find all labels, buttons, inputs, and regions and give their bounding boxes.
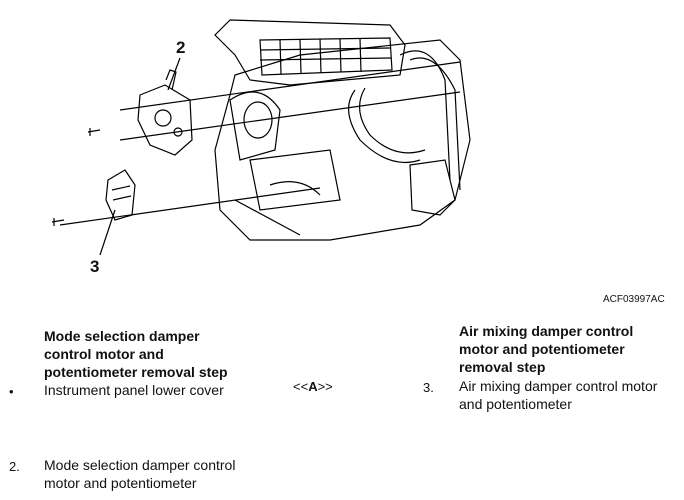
heading-line: removal step [459,359,546,375]
heading-line: motor and potentiometer [459,341,625,357]
item-text: and potentiometer [459,396,572,412]
ref-letter: A [308,379,318,394]
heading-line: potentiometer removal step [44,364,228,380]
item-text: motor and potentiometer [44,475,197,491]
list-item: Mode selection damper control motor and … [44,456,284,492]
pipe [409,57,461,191]
heading-line: Air mixing damper control [459,323,634,339]
pipe [399,50,451,181]
air-mix-motor [409,159,456,216]
item-number: 2. [9,459,20,474]
hose [348,89,421,164]
heading-line: Mode selection damper [44,328,200,344]
guide-line [59,187,321,226]
mode-motor-part [137,84,193,156]
callout-3: 3 [90,257,100,276]
item-number: 3. [423,380,434,395]
list-item: Instrument panel lower cover [44,381,284,399]
leader-line-3 [99,209,116,256]
bullet-marker: • [9,384,14,399]
ref-prefix: << [293,379,309,394]
air-mix-motor-part [105,169,136,221]
left-heading: Mode selection damper control motor and … [44,327,284,381]
heater-unit-housing [214,39,471,241]
figure-id: ACF03997AC [603,294,665,305]
item-text: Mode selection damper control [44,457,236,473]
screw [87,128,101,136]
top-duct [214,19,406,86]
callout-2: 2 [176,38,186,57]
list-item: Air mixing damper control motor and pote… [459,377,683,413]
guide-line [119,91,461,141]
ref-suffix: >> [317,379,333,394]
heater-unit-illustration [51,19,471,256]
screw [51,218,65,226]
guide-line [119,61,461,111]
item-text: Air mixing damper control motor [459,378,658,394]
heading-line: control motor and [44,346,164,362]
item-text: Instrument panel lower cover [44,382,224,398]
reference-marker: <<A>> [293,379,333,394]
right-heading: Air mixing damper control motor and pote… [459,322,679,376]
hose [359,87,426,154]
leader-line-2 [167,57,181,91]
